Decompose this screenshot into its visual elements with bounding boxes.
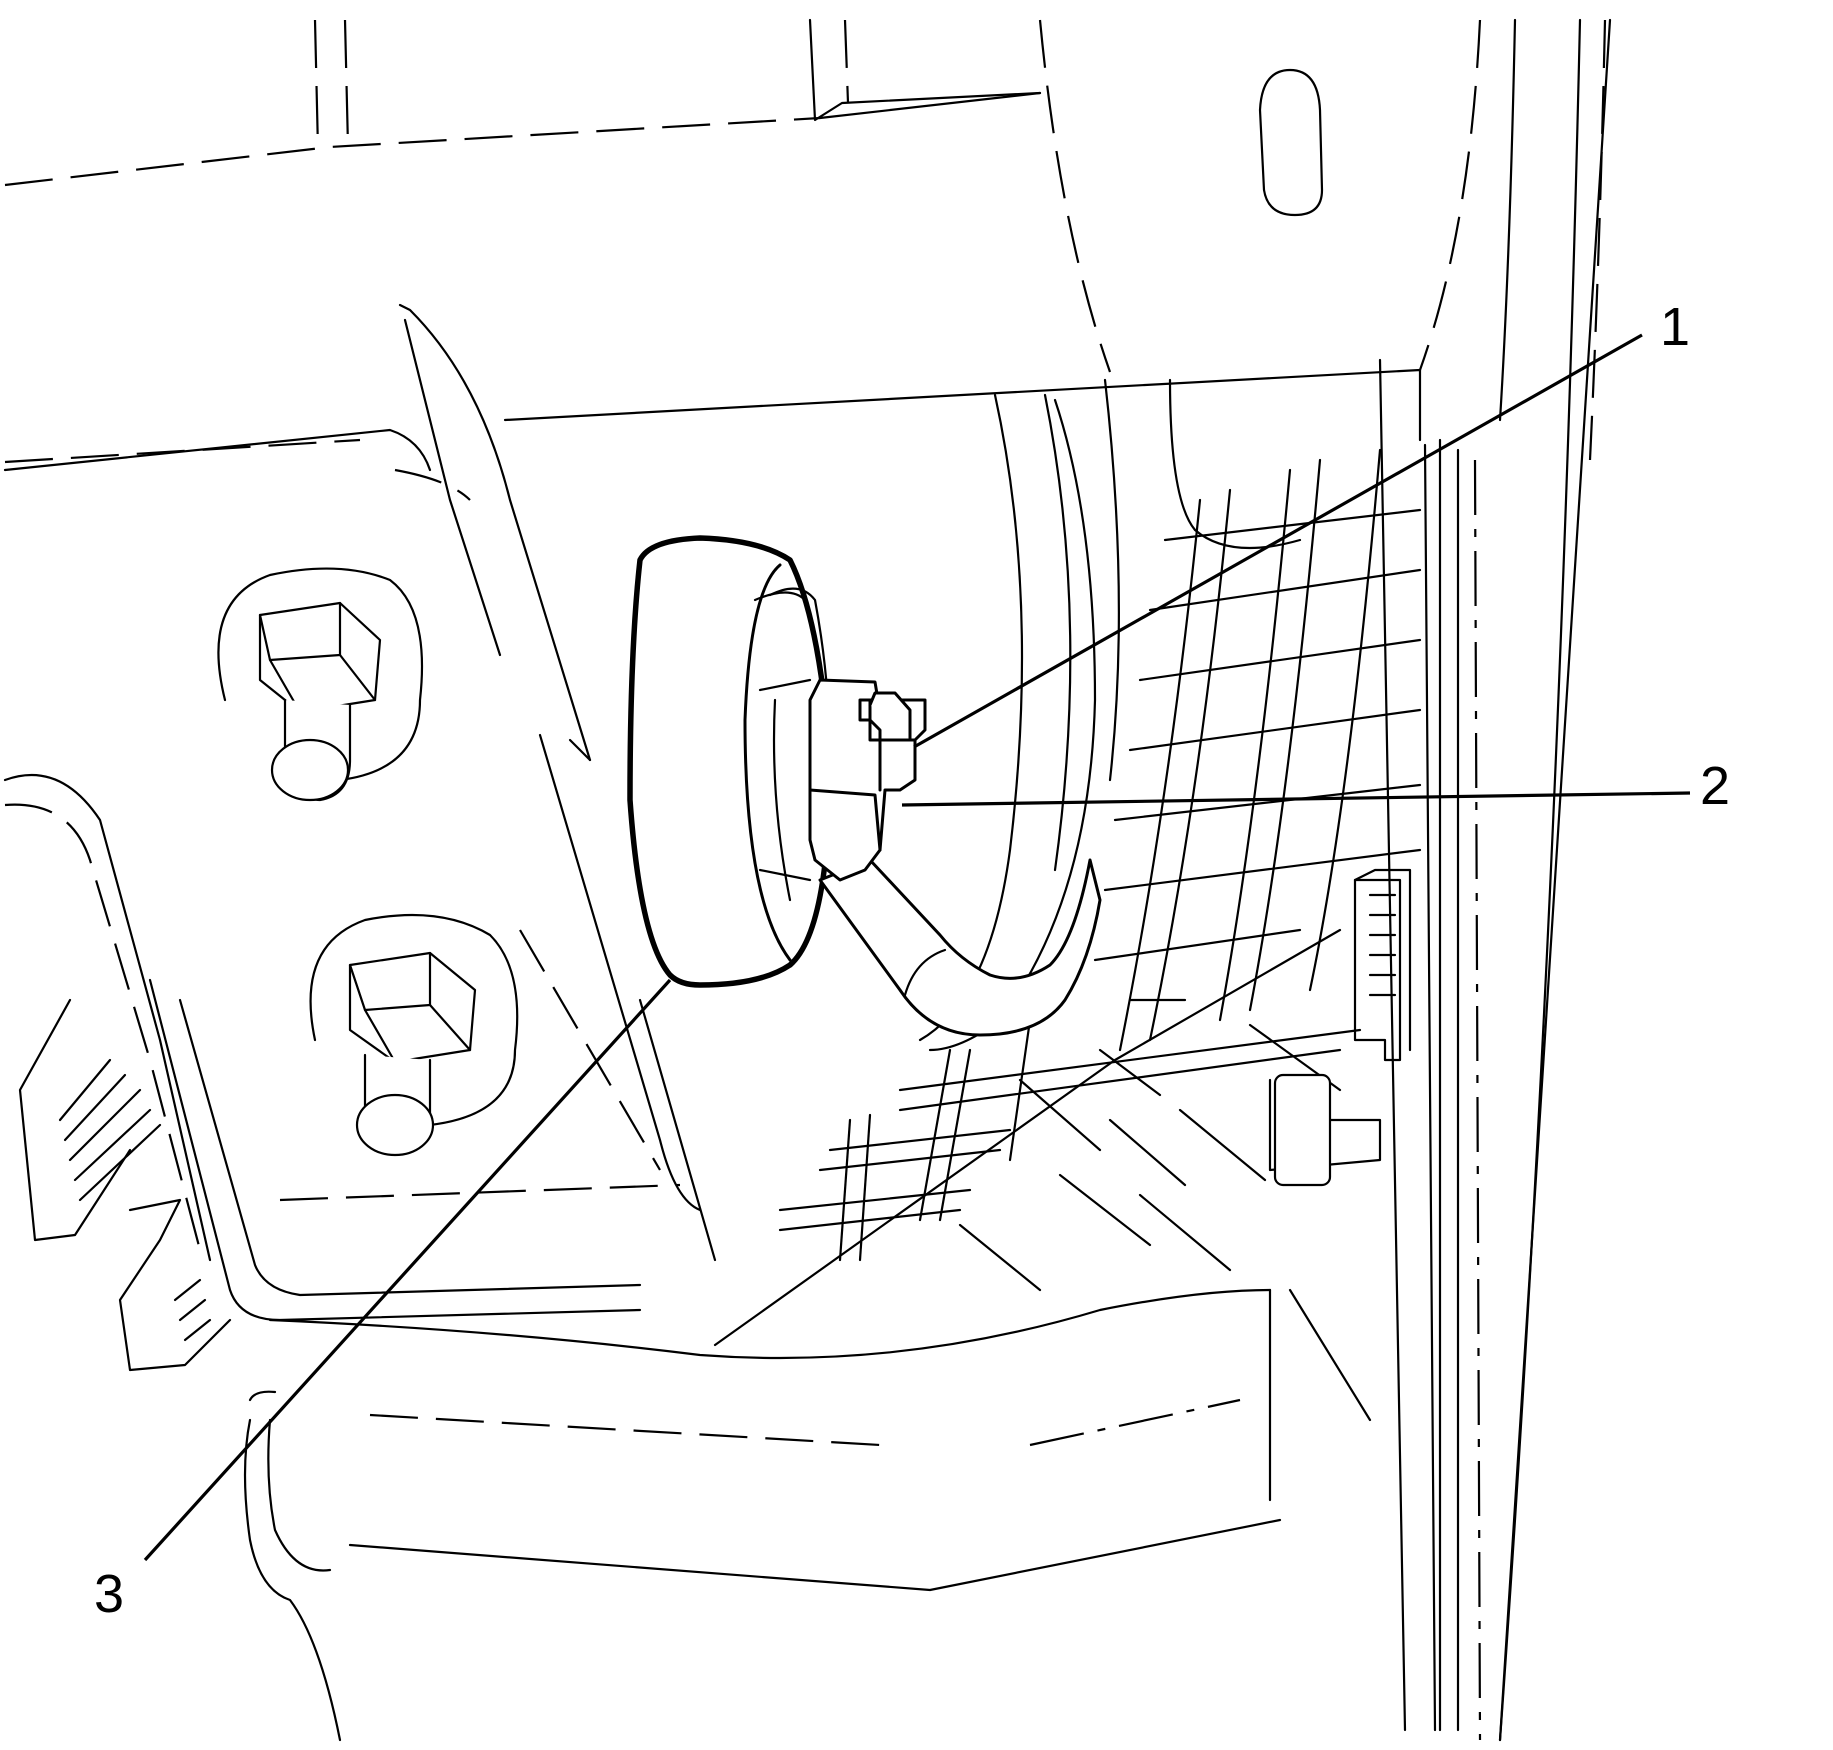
callout-2: 2	[1700, 756, 1730, 816]
lower-left-bracket	[3, 773, 232, 1372]
right-pillar	[1378, 18, 1612, 1742]
electrical-connector	[808, 678, 927, 882]
sensor-collar	[627, 535, 833, 988]
leader-2	[901, 791, 1691, 807]
callout-1: 1	[1660, 297, 1690, 357]
upper-body-panel	[4, 18, 1607, 461]
leader-1	[913, 333, 1643, 749]
sensor-wire	[818, 858, 1102, 1037]
stud-nut-lower	[309, 913, 519, 1157]
leader-3	[143, 978, 672, 1562]
housing-grille	[778, 378, 1422, 1262]
leader-lines	[143, 333, 1691, 1562]
push-pin-fastener	[1268, 1073, 1382, 1187]
side-connector	[1353, 868, 1412, 1062]
diagonal-flange	[394, 303, 1422, 1262]
lower-duct	[243, 928, 1372, 1742]
callout-3: 3	[94, 1564, 124, 1624]
stud-nut-upper	[217, 567, 424, 802]
